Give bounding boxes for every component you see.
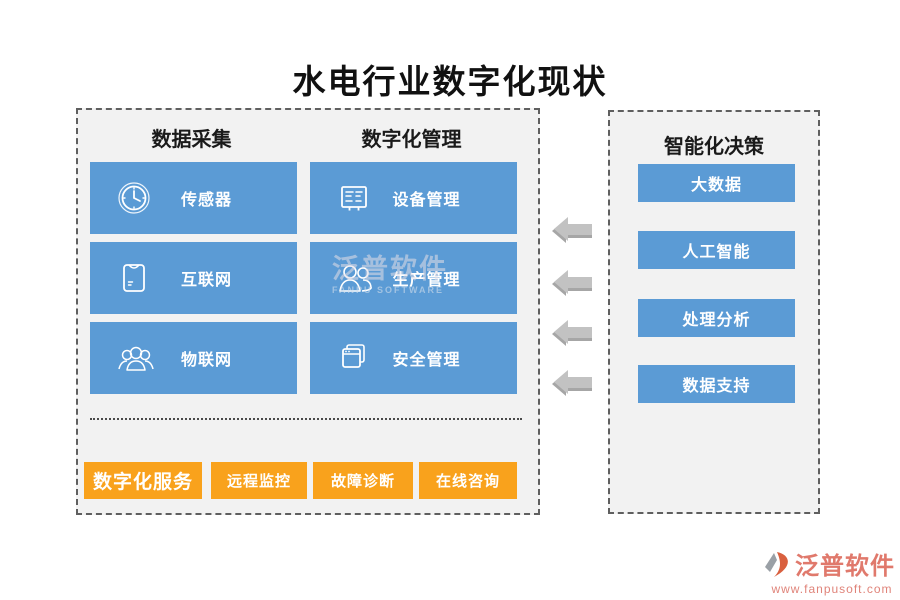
item-safety-management[interactable]: 安全管理 xyxy=(310,322,517,394)
panel-header-intelligent-decision: 智能化决策 xyxy=(664,136,764,158)
item-production-management[interactable]: 生产管理 xyxy=(310,242,517,314)
service-button-fault-diagnosis[interactable]: 故障诊断 xyxy=(313,462,413,499)
service-label: 数字化服务 xyxy=(92,472,193,493)
flow-arrow-left xyxy=(552,267,592,297)
service-label: 在线咨询 xyxy=(435,473,500,490)
item-internet[interactable]: 互联网 xyxy=(90,242,297,314)
page-title: 水电行业数字化现状 xyxy=(292,65,608,101)
item-label: 处理分析 xyxy=(682,312,751,329)
item-label: 数据支持 xyxy=(682,378,751,395)
item-artificial-intelligence[interactable]: 人工智能 xyxy=(638,231,795,269)
dotted-separator xyxy=(90,418,522,420)
item-data-support[interactable]: 数据支持 xyxy=(638,365,795,403)
data-and-management-panel: 数据采集 数字化管理 传感器 互联网 xyxy=(76,108,540,515)
users-icon xyxy=(336,261,376,295)
item-label: 大数据 xyxy=(690,177,742,194)
column-header-digital-management: 数字化管理 xyxy=(361,129,462,151)
service-label: 故障诊断 xyxy=(330,473,395,490)
service-button-remote-monitoring[interactable]: 远程监控 xyxy=(211,462,307,499)
item-label: 物联网 xyxy=(180,352,232,369)
brand-url: www.fanpusoft.com xyxy=(771,582,893,596)
item-label: 传感器 xyxy=(180,192,232,209)
item-label: 互联网 xyxy=(180,272,232,289)
people-group-icon xyxy=(116,342,156,374)
brand-name: 泛普软件 xyxy=(795,554,895,580)
item-big-data[interactable]: 大数据 xyxy=(638,164,795,202)
column-header-data-collection: 数据采集 xyxy=(151,129,232,151)
device-board-icon xyxy=(336,180,372,216)
item-label: 安全管理 xyxy=(392,352,461,369)
service-button-digital-service[interactable]: 数字化服务 xyxy=(84,462,202,499)
item-label: 人工智能 xyxy=(682,244,751,261)
intelligent-decision-panel: 智能化决策 大数据 人工智能 处理分析 数据支持 xyxy=(608,110,820,514)
flow-arrow-left xyxy=(552,317,592,347)
item-iot[interactable]: 物联网 xyxy=(90,322,297,394)
item-label: 生产管理 xyxy=(392,272,461,289)
item-label: 设备管理 xyxy=(392,192,461,209)
item-sensor[interactable]: 传感器 xyxy=(90,162,297,234)
envelope-icon xyxy=(116,260,152,296)
service-button-online-consult[interactable]: 在线咨询 xyxy=(419,462,517,499)
stacked-windows-icon xyxy=(336,340,372,376)
flow-arrow-left xyxy=(552,367,592,397)
flow-arrow-left xyxy=(552,214,592,244)
brand-footer: 泛普软件 www.fanpusoft.com xyxy=(764,546,900,596)
item-processing-analysis[interactable]: 处理分析 xyxy=(638,299,795,337)
service-label: 远程监控 xyxy=(226,473,291,490)
clock-icon xyxy=(116,180,152,216)
fanpu-logo-icon xyxy=(764,548,792,580)
item-equipment-management[interactable]: 设备管理 xyxy=(310,162,517,234)
